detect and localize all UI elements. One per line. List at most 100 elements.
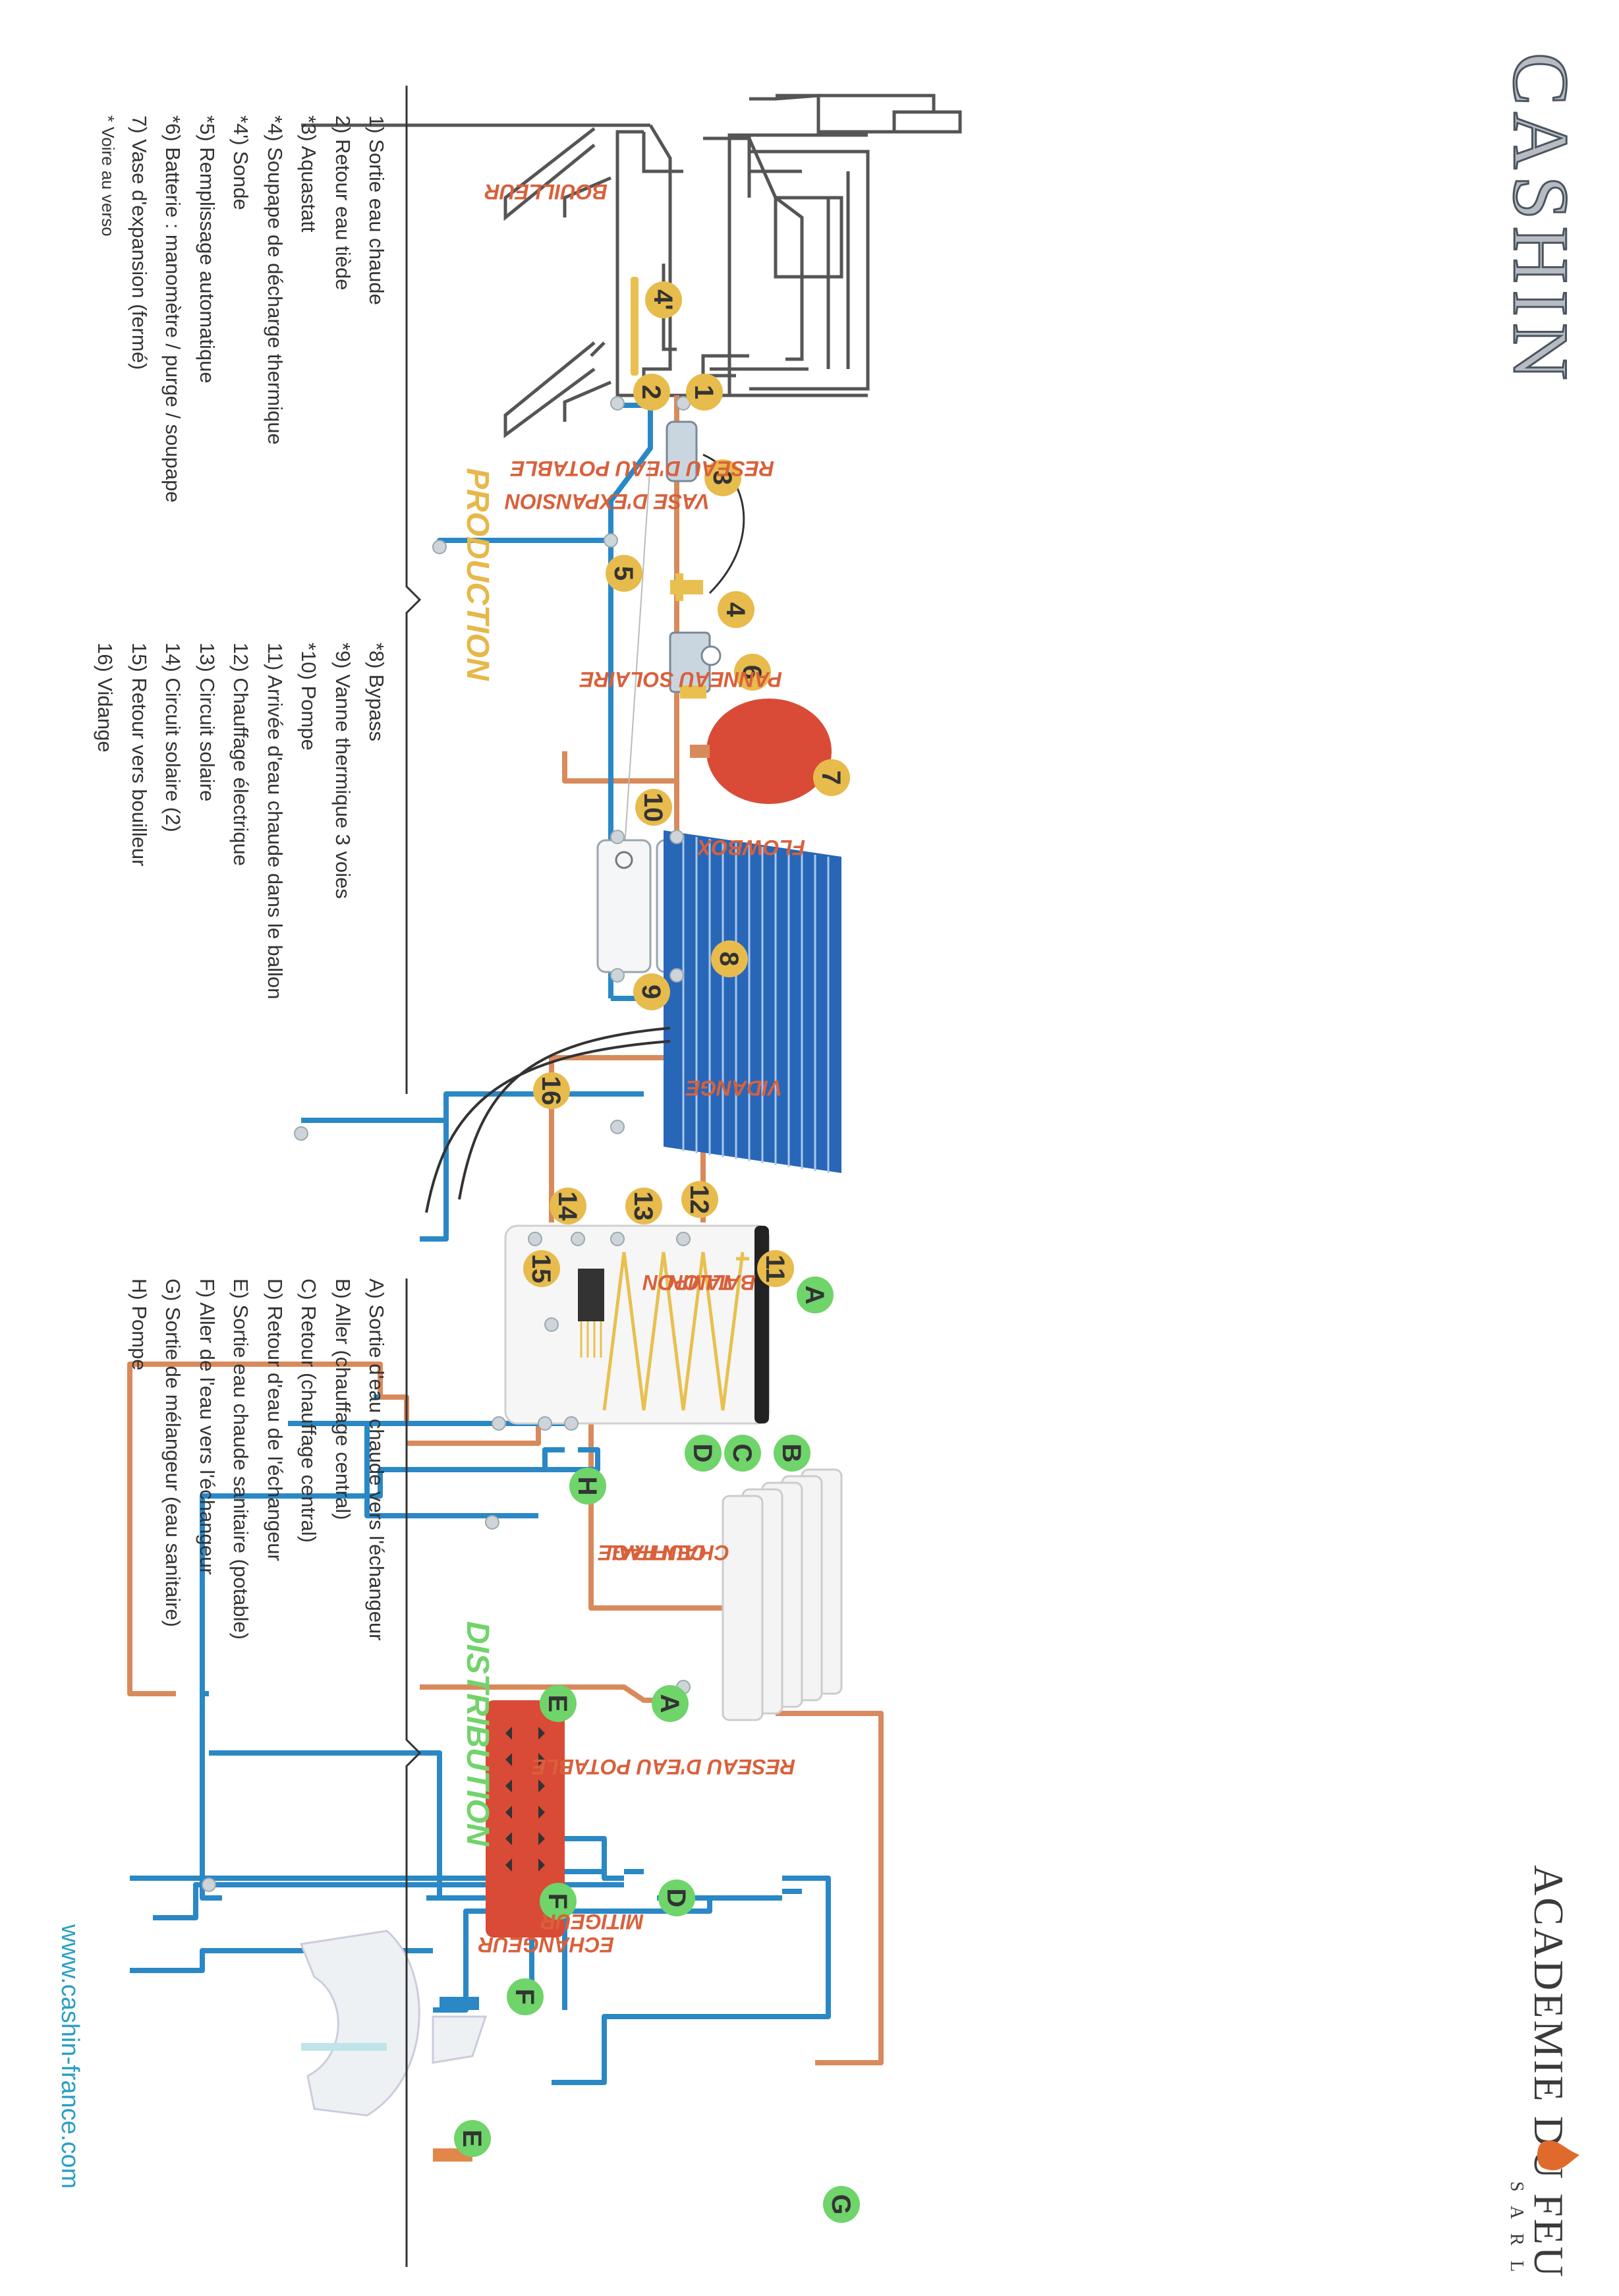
svg-text:F: F [510,1989,539,2005]
academie-sarl: S A R L [1506,2181,1527,2278]
legend-item: H) Pompe [127,1278,151,1371]
legend-production-b: *8) Bypass *9) Vanne thermique 3 voies *… [88,643,393,999]
legend-item: D) Retour d'eau de l'échangeur [263,1278,287,1561]
svg-text:E: E [543,1695,572,1713]
svg-text:14: 14 [553,1191,582,1221]
badge-1: 1 [686,374,723,411]
svg-text:15: 15 [526,1254,555,1284]
legend-item: E) Sortie eau chaude sanitaire (potable) [229,1278,253,1640]
svg-text:1: 1 [689,385,718,399]
badge-E-mitigeur: E [454,2120,491,2157]
legend-item: *6) Batterie : manomètre / purge / soupa… [161,115,185,503]
soupape-component [670,573,703,601]
svg-text:F: F [543,1893,572,1909]
label-vidange: VIDANGE [685,1076,782,1100]
radiator [722,1468,843,1721]
badge-4: 4 [718,591,754,628]
legend-item: 13) Circuit solaire [195,643,219,802]
badge-A-ballon: A [797,1277,834,1313]
website-link[interactable]: www.cashin-france.com [56,1924,84,2189]
legend-item: C) Retour (chauffage central) [297,1278,321,1543]
legend-item: *9) Vanne thermique 3 voies [331,643,355,899]
label-reseau-eau-potable-1: RESEAU D'EAU POTABLE [509,457,774,480]
legend-item: 11) Arrivée d'eau chaude dans le ballon [263,643,287,1000]
badge-3: 3 [704,459,741,496]
badge-2: 2 [633,374,670,411]
legend-production-a: 1) Sortie eau chaude 2) Retour eau tiède… [94,115,393,503]
aquastatt-component [666,420,698,482]
badge-6: 6 [734,654,771,691]
legend-item: *10) Pompe [297,643,321,751]
label-tampon: TAMPON [642,1271,733,1294]
badge-4prime: 4' [645,281,682,318]
legend-item: *8) Bypass [365,643,388,741]
label-bouilleur: BOUILLEUR [484,180,608,204]
connection-dots [202,396,691,1905]
heat-exchanger [486,1700,565,1937]
solar-panel [664,830,841,1173]
solar-wire-2 [458,1027,671,1200]
legend-item: 12) Chauffage électrique [229,643,253,866]
badge-H: H [569,1468,606,1505]
label-echangeur: ECHANGEUR [478,1933,614,1957]
svg-text:E: E [457,2130,486,2148]
section-brackets [405,86,422,2267]
badge-B: B [774,1435,810,1472]
badge-11: 11 [757,1250,794,1287]
label-vase-expansion: VASE D'EXPANSION [505,490,710,513]
label-reseau-eau-potable-2: RESEAU D'EAU POTABLE [530,1755,795,1779]
badges-numbers: 1 2 4' 3 5 4 6 7 10 8 9 16 12 13 14 11 1… [523,281,850,1287]
flame-icon [1527,2129,1583,2181]
legend-item: A) Sortie d'eau chaude vers l'échangeur [365,1278,388,1641]
legend-item: 1) Sortie eau chaude [365,115,388,305]
svg-text:7: 7 [816,770,845,785]
svg-text:C: C [727,1444,756,1463]
badge-A-echangeur: A [652,1685,689,1722]
svg-text:4': 4' [648,289,677,310]
cold-pipes-distribution [200,1421,831,2085]
distribution-title: DISTRIBUTION [460,1621,495,1847]
svg-text:13: 13 [629,1191,658,1221]
legend-item: F) Aller de l'eau vers l'échangeur [195,1278,219,1575]
svg-text:12: 12 [685,1185,714,1215]
label-flowbox: FLOWBOX [696,836,805,859]
label-central: CENTRAL [606,1541,706,1564]
batterie-component [669,631,722,699]
svg-text:2: 2 [637,385,666,399]
label-ballon: BALLON [667,1271,756,1294]
badges-letters: A B C D H A E D F F E G [454,1277,860,2223]
legend-item: *4') Sonde [229,115,253,210]
legend-item: 2) Retour eau tiède [331,115,355,291]
svg-text:D: D [688,1444,717,1463]
badge-C: C [724,1435,761,1472]
svg-text:D: D [662,1889,691,1908]
legend-item: 15) Retour vers bouilleur [127,643,151,867]
badge-12: 12 [681,1181,718,1218]
solar-wire-1 [425,1040,671,1213]
svg-text:G: G [826,2194,855,2214]
svg-text:A: A [800,1286,829,1305]
sonde-rod [631,277,639,376]
label-mitigeur: MITIGEUR [541,1910,644,1934]
badge-14: 14 [550,1188,586,1224]
svg-text:11: 11 [760,1255,789,1282]
badge-7: 7 [813,759,850,796]
svg-text:4: 4 [721,602,750,617]
svg-text:5: 5 [609,566,638,581]
legend-item: *5) Remplissage automatique [195,115,219,384]
svg-text:8: 8 [714,952,743,966]
label-panneau-solaire: PANNEAU SOLAIRE [579,668,782,691]
mixer-tap [299,1930,488,2162]
svg-text:6: 6 [737,665,766,679]
svg-text:B: B [777,1444,806,1463]
badge-5: 5 [606,555,642,592]
label-chauffage: CHAUFFAGE [597,1541,729,1564]
badge-13: 13 [625,1188,662,1224]
legend-item: 16) Vidange [94,643,117,753]
legend-note: * Voire au verso [98,115,119,237]
svg-text:A: A [655,1694,684,1713]
badge-9: 9 [633,973,670,1010]
badge-10: 10 [635,789,672,826]
